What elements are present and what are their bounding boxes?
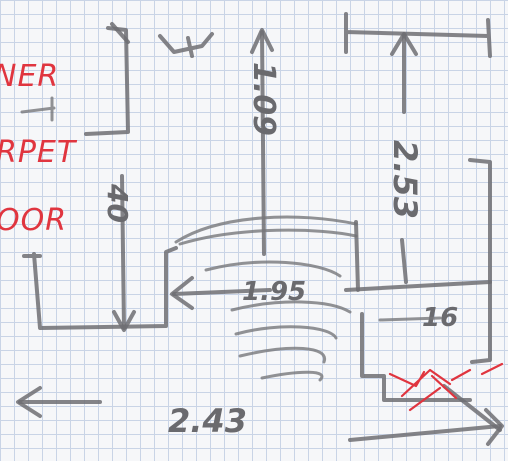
left-wall-upper	[84, 26, 130, 136]
top-left-dimension	[158, 32, 214, 58]
label-right-vertical: 2.53	[386, 140, 424, 219]
note-bracket	[20, 96, 56, 122]
right-box-top	[344, 280, 492, 292]
middle-arrowhead	[170, 276, 194, 310]
top-vertical-arrowhead	[250, 28, 274, 54]
bottom-right-arrowhead	[484, 408, 504, 446]
arrowhead-upper-left	[110, 22, 130, 44]
bottom-right-arrow	[348, 424, 502, 442]
label-left-vertical: 40	[101, 183, 134, 223]
red-note-3: OOR	[0, 203, 67, 238]
right-wall	[468, 158, 492, 364]
right-vertical-arrowhead	[390, 32, 418, 56]
top-right-dimension	[344, 12, 492, 58]
middle-horizontal-arrow	[172, 288, 272, 296]
diagonal-line	[442, 384, 502, 432]
middle-wall	[354, 220, 360, 292]
label-top-vertical: 1.09	[246, 62, 281, 136]
red-scribble	[388, 362, 504, 412]
label-bottom-horizontal: 2.43	[168, 402, 247, 440]
red-note-1: NER	[0, 59, 59, 94]
right-vertical-arrow-bottom	[400, 238, 408, 284]
left-vertical-arrowhead	[112, 310, 136, 332]
scribble-shading	[174, 215, 358, 382]
right-box-outline	[360, 312, 472, 402]
bottom-left-arrowhead	[16, 386, 42, 418]
red-note-2: RPET	[0, 135, 78, 170]
inner-right-line	[378, 316, 442, 322]
left-vertical-arrow	[120, 174, 126, 330]
left-wall-lower	[22, 246, 178, 330]
